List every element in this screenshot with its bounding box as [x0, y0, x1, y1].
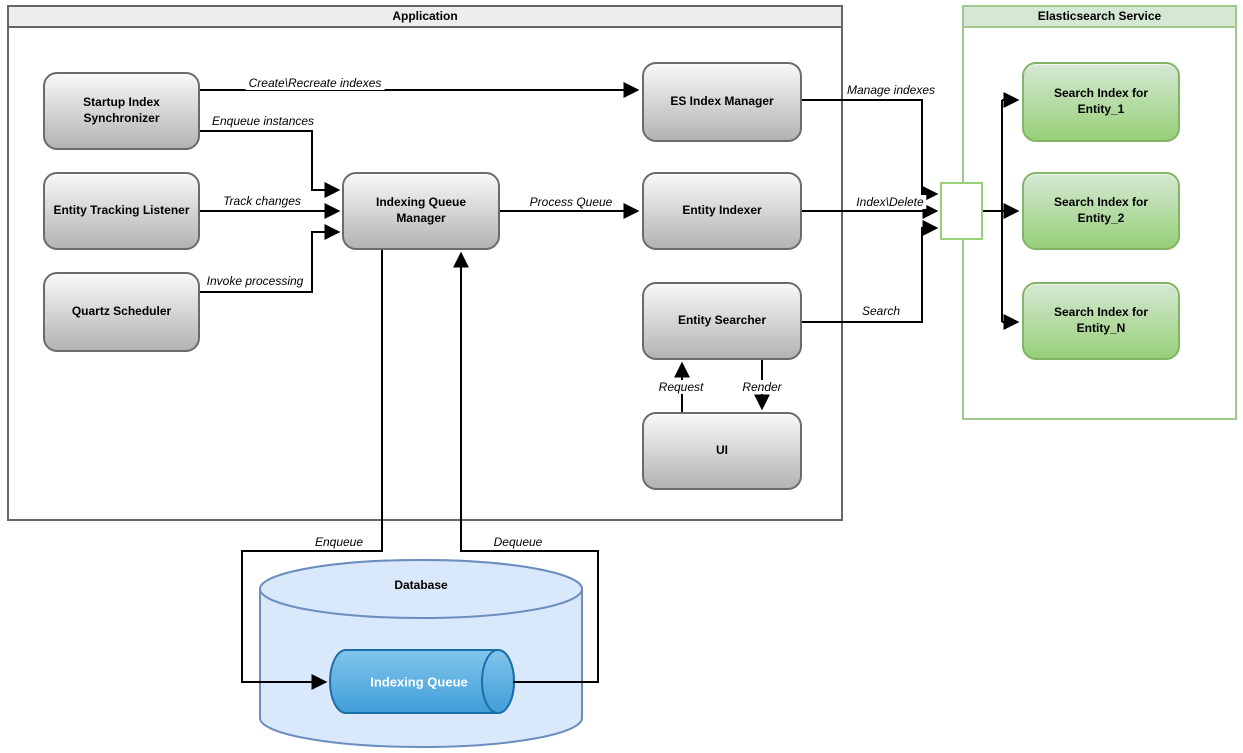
- application-title: Application: [392, 9, 458, 23]
- edge-search: [802, 220, 939, 323]
- label-enqueue: Enqueue: [311, 535, 367, 549]
- indexing-queue-label: Indexing Queue: [370, 674, 468, 690]
- node-entity-tracking-listener: Entity Tracking Listener: [43, 172, 200, 250]
- application-title-bar: Application: [9, 7, 841, 28]
- label-index-delete: Index\Delete: [853, 195, 927, 209]
- node-search-index-entity-2: Search Index for Entity_2: [1022, 172, 1180, 250]
- application-container: Application: [7, 5, 843, 521]
- edge-dequeue: [453, 251, 599, 683]
- label-invoke-processing: Invoke processing: [203, 274, 307, 288]
- edge-invoke-processing: [200, 224, 341, 293]
- label-dequeue: Dequeue: [490, 535, 546, 549]
- label-process-queue: Process Queue: [526, 195, 616, 209]
- label-search: Search: [858, 304, 904, 318]
- edge-manage-indexes: [802, 99, 939, 202]
- elasticsearch-title-bar: Elasticsearch Service: [964, 7, 1235, 28]
- node-search-index-entity-1: Search Index for Entity_1: [1022, 62, 1180, 142]
- label-track-changes: Track changes: [220, 194, 304, 208]
- node-search-index-entity-n: Search Index for Entity_N: [1022, 282, 1180, 360]
- elasticsearch-title: Elasticsearch Service: [1037, 9, 1162, 23]
- junction-connector: [940, 182, 983, 240]
- node-ui: UI: [642, 412, 802, 490]
- label-manage-indexes: Manage indexes: [843, 83, 939, 97]
- node-indexing-queue-manager: Indexing Queue Manager: [342, 172, 500, 250]
- label-enqueue-instances: Enqueue instances: [208, 114, 318, 128]
- node-entity-indexer: Entity Indexer: [642, 172, 802, 250]
- edge-enqueue: [241, 250, 383, 690]
- node-es-index-manager: ES Index Manager: [642, 62, 802, 142]
- edges-group: [200, 82, 1020, 690]
- database-label: Database: [394, 578, 448, 592]
- node-entity-searcher: Entity Searcher: [642, 282, 802, 360]
- node-quartz-scheduler: Quartz Scheduler: [43, 272, 200, 352]
- label-render: Render: [739, 380, 785, 394]
- label-request: Request: [655, 380, 707, 394]
- node-startup-index-synchronizer: Startup Index Synchronizer: [43, 72, 200, 150]
- edge-enqueue-instances: [200, 130, 341, 198]
- indexing-queue-cylinder: [329, 649, 515, 714]
- label-create-recreate-indexes: Create\Recreate indexes: [245, 76, 385, 90]
